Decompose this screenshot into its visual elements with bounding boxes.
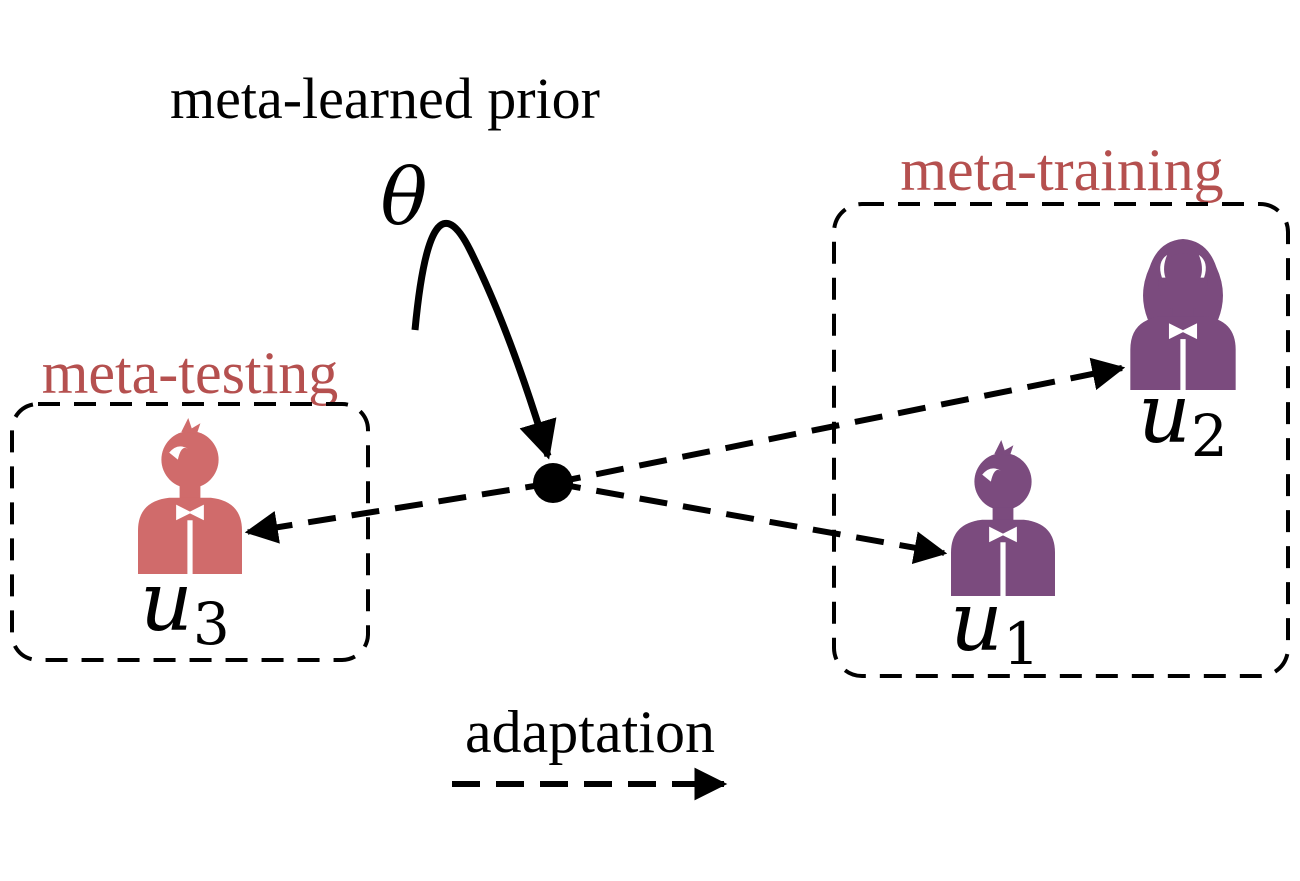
meta-testing-box xyxy=(10,402,370,662)
adaptation-arrow-u3 xyxy=(244,480,554,544)
prior-title: meta-learned prior xyxy=(170,66,600,131)
meta-testing-label: meta-testing xyxy=(42,340,339,406)
theta-symbol: θ xyxy=(381,153,428,243)
user-3-label: u3 xyxy=(140,555,230,658)
user-2-label: u2 xyxy=(1138,367,1228,470)
meta-training-label: meta-training xyxy=(900,137,1223,203)
user-3-icon xyxy=(138,418,242,574)
user-1-label: u1 xyxy=(950,575,1040,678)
adaptation-arrow-u1 xyxy=(552,480,948,565)
user-1-icon xyxy=(951,440,1055,596)
prior-arrow xyxy=(411,219,557,460)
adaptation-arrow-u2 xyxy=(552,357,1126,486)
legend-adaptation-label: adaptation xyxy=(465,699,715,765)
meta-training-box xyxy=(832,202,1290,678)
